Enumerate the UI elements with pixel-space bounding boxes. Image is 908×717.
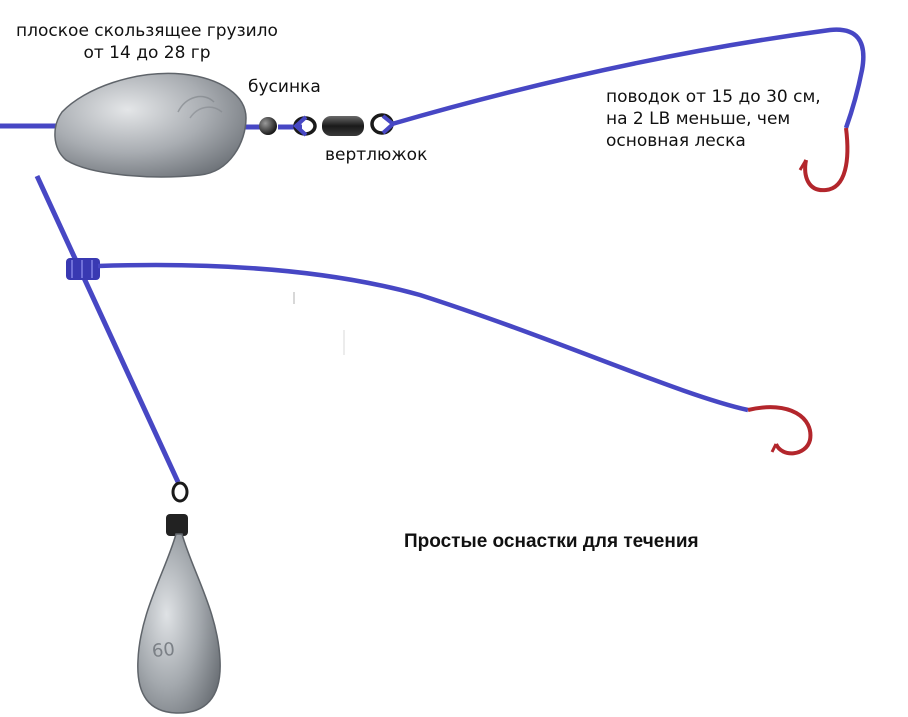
leader-label-line-2: на 2 LB меньше, чем [606, 109, 791, 129]
swivel-arrow-left [293, 115, 308, 137]
flat-sliding-sinker [54, 72, 247, 178]
flat-sinker-label-line-2: от 14 до 28 гр [83, 43, 211, 63]
upper-hook [803, 127, 850, 193]
knot [66, 258, 100, 280]
leader-line [391, 27, 866, 129]
swivel [293, 113, 394, 136]
diagram-title: Простые оснастки для течения [404, 531, 699, 552]
leader-label-line-3: основная леска [606, 131, 746, 151]
lower-leader-line [97, 262, 749, 413]
flat-sinker-label-line-1: плоское скользящее грузило [16, 21, 278, 41]
weight-mark: 60 [150, 638, 176, 663]
leader-label: поводок от 15 до 30 см, на 2 LB меньше, … [606, 86, 821, 152]
swivel-arrow-right [381, 114, 397, 135]
leader-label-line-1: поводок от 15 до 30 см, [606, 87, 821, 107]
drop-sinker [137, 481, 221, 714]
lower-hook [747, 405, 813, 456]
flat-sinker-label: плоское скользящее грузило от 14 до 28 г… [6, 20, 288, 64]
bead [259, 117, 277, 135]
main-line-lower [34, 174, 181, 484]
swivel-label: вертлюжок [325, 145, 428, 165]
bead-label: бусинка [248, 77, 321, 97]
